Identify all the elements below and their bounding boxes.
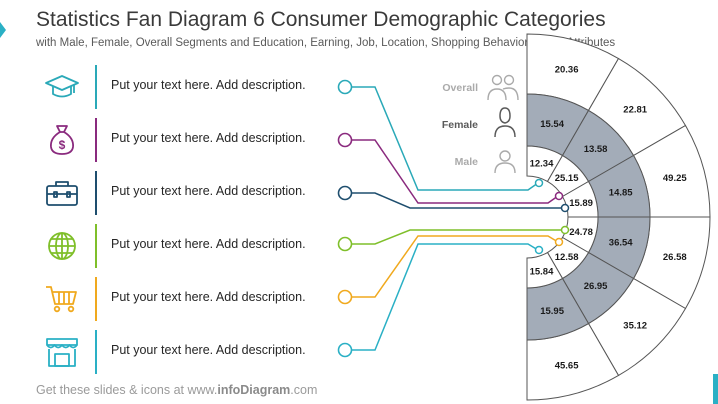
connector-line bbox=[351, 139, 559, 204]
legend-male: Male bbox=[454, 156, 478, 168]
female-value-label: 15.95 bbox=[540, 306, 564, 317]
connector-start-dot bbox=[337, 289, 353, 305]
row-description: Put your text here. Add description. bbox=[111, 184, 306, 198]
connector-line bbox=[351, 86, 539, 191]
connector-end-dot bbox=[554, 191, 564, 201]
connector-end-dot bbox=[560, 225, 570, 235]
male-value-label: 15.89 bbox=[569, 198, 593, 209]
accent-triangle bbox=[0, 22, 6, 38]
connector-line bbox=[351, 229, 562, 245]
male-value-label: 12.34 bbox=[530, 158, 554, 169]
overall-people-icon bbox=[487, 74, 519, 101]
female-value-label: 14.85 bbox=[609, 187, 633, 198]
male-value-label: 12.58 bbox=[555, 252, 579, 263]
connector-start-dot bbox=[337, 79, 353, 95]
footer-prefix: Get these slides & icons at www. bbox=[36, 383, 218, 397]
connector-end-dot bbox=[554, 237, 564, 247]
male-segment bbox=[526, 251, 564, 289]
storefront-icon bbox=[46, 338, 78, 367]
row-accent-bar bbox=[95, 277, 97, 321]
row-accent-bar bbox=[95, 65, 97, 109]
connector-start-dot bbox=[337, 132, 353, 148]
row-accent-bar bbox=[95, 330, 97, 374]
footer-suffix: .com bbox=[290, 383, 318, 397]
connector-end-dot bbox=[534, 178, 544, 188]
globe-icon bbox=[48, 232, 76, 260]
toolbox-icon bbox=[46, 181, 78, 206]
row-accent-bar bbox=[95, 224, 97, 268]
connector-start-dot bbox=[337, 236, 353, 252]
male-value-label: 24.78 bbox=[569, 227, 593, 238]
overall-value-label: 49.25 bbox=[663, 173, 687, 184]
row-accent-bar bbox=[95, 118, 97, 162]
row-description: Put your text here. Add description. bbox=[111, 237, 306, 251]
overall-value-label: 20.36 bbox=[555, 65, 579, 76]
svg-text:$: $ bbox=[59, 138, 66, 152]
page-title: Statistics Fan Diagram 6 Consumer Demogr… bbox=[36, 8, 606, 31]
connector-start-dot bbox=[337, 342, 353, 358]
male-person-icon bbox=[494, 150, 516, 174]
female-value-label: 36.54 bbox=[609, 238, 633, 249]
legend-overall: Overall bbox=[442, 82, 478, 94]
overall-value-label: 22.81 bbox=[623, 104, 647, 115]
female-value-label: 13.58 bbox=[584, 144, 608, 155]
row-description: Put your text here. Add description. bbox=[111, 343, 306, 357]
female-person-icon bbox=[494, 107, 516, 138]
row-description: Put your text here. Add description. bbox=[111, 290, 306, 304]
male-value-label: 15.84 bbox=[530, 267, 554, 278]
row-description: Put your text here. Add description. bbox=[111, 78, 306, 92]
overall-value-label: 45.65 bbox=[555, 360, 579, 371]
footer-brand: infoDiagram bbox=[217, 383, 291, 397]
graduation-cap-icon bbox=[45, 75, 79, 98]
connector-line bbox=[351, 192, 562, 209]
connector-start-dot bbox=[337, 185, 353, 201]
row-accent-bar bbox=[95, 171, 97, 215]
female-value-label: 15.54 bbox=[540, 119, 564, 130]
money-bag-icon: $ bbox=[50, 125, 74, 155]
female-value-label: 26.95 bbox=[584, 281, 608, 292]
male-value-label: 25.15 bbox=[555, 173, 579, 184]
shopping-cart-icon bbox=[46, 286, 77, 313]
fan-rings bbox=[526, 33, 711, 401]
connector-end-dot bbox=[534, 245, 544, 255]
overall-value-label: 35.12 bbox=[623, 321, 647, 332]
connector-end-dot bbox=[560, 203, 570, 213]
footer-credit: Get these slides & icons at www.infoDiag… bbox=[36, 383, 317, 397]
fan-labels: 20.36 22.81 49.25 26.58 35.12 45.65 15.54 13.58… bbox=[530, 65, 688, 372]
accent-bar bbox=[713, 374, 718, 404]
connector-line bbox=[351, 235, 559, 298]
overall-value-label: 26.58 bbox=[663, 252, 687, 263]
legend-female: Female bbox=[441, 119, 478, 131]
row-description: Put your text here. Add description. bbox=[111, 131, 306, 145]
page-subtitle: with Male, Female, Overall Segments and … bbox=[36, 37, 616, 49]
connector-line bbox=[351, 243, 539, 351]
